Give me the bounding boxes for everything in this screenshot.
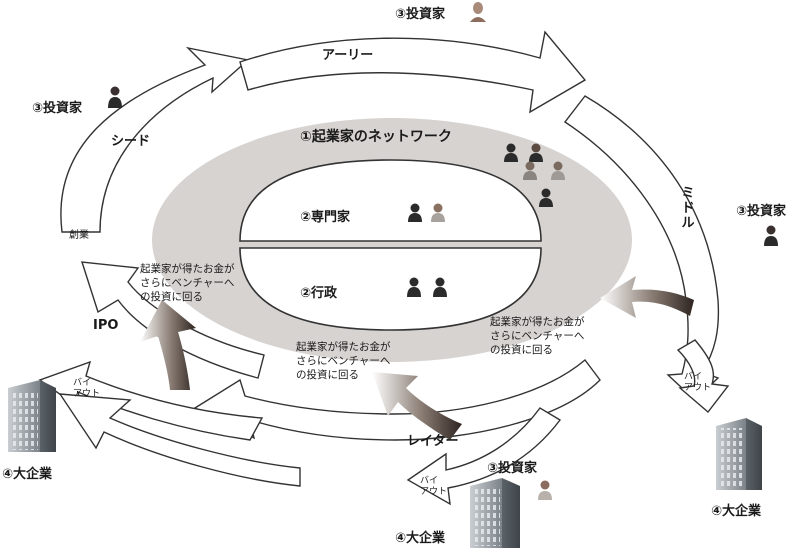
stage-founding-label: 創業 xyxy=(69,230,89,241)
experts-title: ②専門家 xyxy=(300,210,351,225)
buyout-right-label: バイアウト xyxy=(684,372,712,393)
experts-people-icon xyxy=(408,203,445,222)
buyout-bottom-label: バイアウト xyxy=(420,476,448,497)
government-title: ②行政 xyxy=(300,286,338,301)
building-left-icon xyxy=(8,380,56,452)
investor-bottom-person-icon xyxy=(538,480,552,500)
building-right-icon xyxy=(716,418,762,490)
buyout-right-arrow xyxy=(676,339,730,414)
company-bottom-label: ④大企業 xyxy=(395,531,446,546)
money-flow-arrow-right xyxy=(600,276,694,318)
upper-cycle-arrow xyxy=(60,46,250,233)
investor-left-label: ③投資家 xyxy=(32,101,83,116)
network-people-icon xyxy=(504,143,565,207)
experts-area xyxy=(239,159,542,242)
investor-top-person-icon xyxy=(470,2,486,22)
stage-early-label: アーリー xyxy=(322,48,374,63)
investor-left-person-icon xyxy=(108,86,122,108)
reinvest-note-right: 起業家が得たお金がさらにベンチャーへの投資に回る xyxy=(490,316,585,356)
buyout-left-label: バイアウト xyxy=(73,378,101,399)
later-arrow xyxy=(193,358,601,441)
government-area xyxy=(239,247,542,331)
lower-outer-arrow xyxy=(58,393,301,487)
investor-bottom-label: ③投資家 xyxy=(487,461,538,476)
company-right-label: ④大企業 xyxy=(711,504,762,519)
investor-right-person-icon xyxy=(764,225,778,246)
stage-later-label: レイター xyxy=(407,434,459,449)
government-people-icon xyxy=(407,277,447,297)
buyout-bottom-arrow xyxy=(406,407,562,506)
stage-seed-label: シード xyxy=(111,134,151,149)
reinvest-note-center: 起業家が得たお金がさらにベンチャーへの投資に回る xyxy=(296,341,391,381)
investor-right-label: ③投資家 xyxy=(736,204,787,219)
company-left-label: ④大企業 xyxy=(2,467,53,482)
network-title: ①起業家のネットワーク xyxy=(300,129,452,145)
stage-middle-label: ミドル xyxy=(681,186,695,231)
stage-ipo-label: IPO xyxy=(93,318,119,333)
early-arrow xyxy=(239,30,587,114)
investor-top-label: ③投資家 xyxy=(395,7,446,22)
money-flow-arrow-left xyxy=(140,300,196,390)
reinvest-note-left: 起業家が得たお金がさらにベンチャーへの投資に回る xyxy=(140,263,235,303)
buyout-left-arrow xyxy=(38,360,264,441)
money-flow-arrow-center xyxy=(372,372,462,440)
building-bottom-icon xyxy=(470,478,520,548)
